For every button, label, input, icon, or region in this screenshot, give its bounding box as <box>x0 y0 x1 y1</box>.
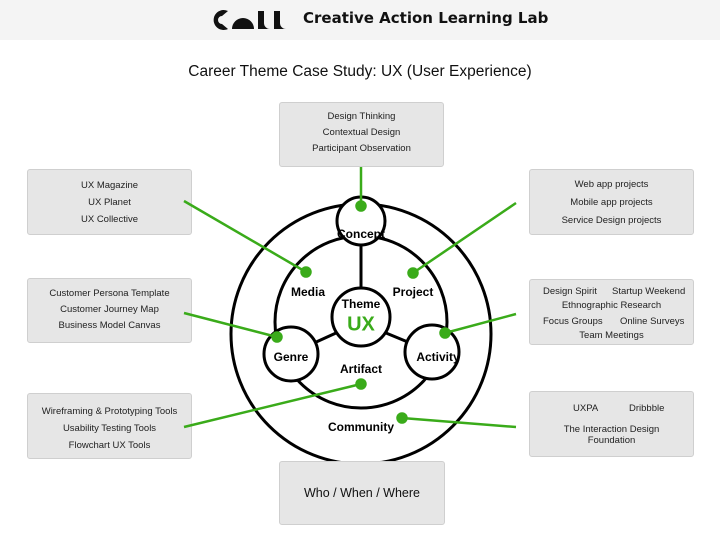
community-resources-box: UXPA Dribbble The Interaction Design Fou… <box>529 391 694 457</box>
list-item: Usability Testing Tools <box>62 423 157 434</box>
call-logo <box>213 10 286 30</box>
list-item: Design Thinking <box>327 111 396 122</box>
project-resources-box: Web app projects Mobile app projects Ser… <box>529 169 694 235</box>
connector-dot <box>396 412 408 424</box>
who-when-where-box: Who / When / Where <box>279 461 445 525</box>
page-title: Career Theme Case Study: UX (User Experi… <box>188 63 532 80</box>
connector-activity <box>444 312 517 335</box>
header-bar: Creative Action Learning Lab <box>0 0 720 40</box>
connector-dot <box>407 267 419 279</box>
connector-project <box>412 201 517 275</box>
theme-label: Theme <box>341 297 381 311</box>
list-item: UXPA <box>573 403 599 414</box>
list-item: UX Planet <box>88 197 131 208</box>
community-label: Community <box>328 420 394 434</box>
list-item: Focus Groups <box>543 316 603 327</box>
who-when-where-label: Who / When / Where <box>303 486 420 500</box>
list-item: Flowchart UX Tools <box>68 440 151 451</box>
media-label: Media <box>290 285 326 299</box>
connector-genre <box>183 311 278 339</box>
theme-node <box>330 286 392 348</box>
genre-label: Genre <box>273 350 309 364</box>
list-item: UX Collective <box>80 214 139 225</box>
connector-dot <box>439 327 451 339</box>
list-item: Web app projects <box>574 179 649 190</box>
list-item: Dribbble <box>629 403 665 414</box>
media-resources-box: UX Magazine UX Planet UX Collective <box>27 169 192 235</box>
list-item: The Interaction Design <box>563 424 660 435</box>
list-item: Ethnographic Research <box>561 300 662 311</box>
list-item: Foundation <box>587 435 636 446</box>
connector-artifact <box>183 382 362 429</box>
connector-dot <box>300 266 312 278</box>
list-item: Startup Weekend <box>612 286 686 297</box>
activity-resources-box: Design Spirit Startup Weekend Ethnograph… <box>529 279 694 345</box>
artifact-resources-box: Wireframing & Prototyping Tools Usabilit… <box>27 393 192 459</box>
connector-dot <box>271 331 283 343</box>
list-item: Business Model Canvas <box>58 320 161 331</box>
connector-dot <box>355 378 367 390</box>
ux-label: UX <box>347 313 375 336</box>
brand-name: Creative Action Learning Lab <box>303 9 549 27</box>
list-item: Team Meetings <box>579 330 644 341</box>
connector-dot <box>355 200 367 212</box>
project-label: Project <box>392 285 434 299</box>
connector-media <box>183 199 307 274</box>
connector-community <box>401 416 517 429</box>
artifact-label: Artifact <box>339 362 383 376</box>
list-item: UX Magazine <box>80 180 139 191</box>
list-item: Service Design projects <box>561 215 662 226</box>
list-item: Participant Observation <box>312 143 411 154</box>
list-item: Customer Persona Template <box>49 288 170 299</box>
list-item: Wireframing & Prototyping Tools <box>41 406 178 417</box>
activity-label: Activity <box>416 350 460 364</box>
concept-label: Concept <box>337 227 385 241</box>
list-item: Online Surveys <box>620 316 685 327</box>
list-item: Design Spirit <box>543 286 597 297</box>
genre-resources-box: Customer Persona Template Customer Journ… <box>27 278 192 343</box>
list-item: Contextual Design <box>322 127 401 138</box>
concept-resources-box: Design Thinking Contextual Design Partic… <box>279 102 444 167</box>
list-item: Mobile app projects <box>570 197 653 208</box>
list-item: Customer Journey Map <box>60 304 159 315</box>
